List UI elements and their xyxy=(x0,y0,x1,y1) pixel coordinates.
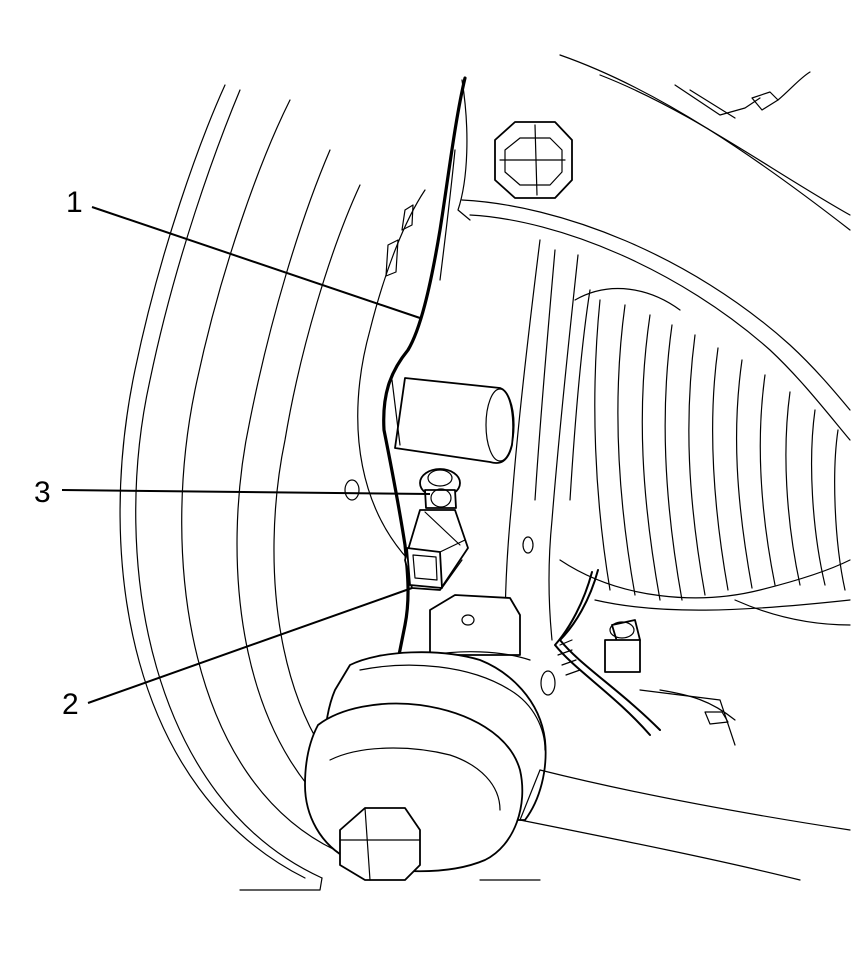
leader-lines xyxy=(61,206,431,704)
steering-knuckle xyxy=(461,54,851,641)
leader-line-3 xyxy=(61,489,431,495)
cv-axle-boot xyxy=(559,288,851,626)
callout-label-2: 2 xyxy=(62,688,79,721)
callout-label-3: 3 xyxy=(34,476,51,509)
tie-rod-end xyxy=(304,594,851,881)
bolt xyxy=(419,468,461,509)
bracket xyxy=(382,76,515,662)
callout-label-1: 1 xyxy=(66,186,83,219)
wire-harness xyxy=(554,569,736,746)
leader-line-2 xyxy=(87,587,413,704)
leader-line-1 xyxy=(91,206,421,319)
sensor xyxy=(404,509,469,591)
